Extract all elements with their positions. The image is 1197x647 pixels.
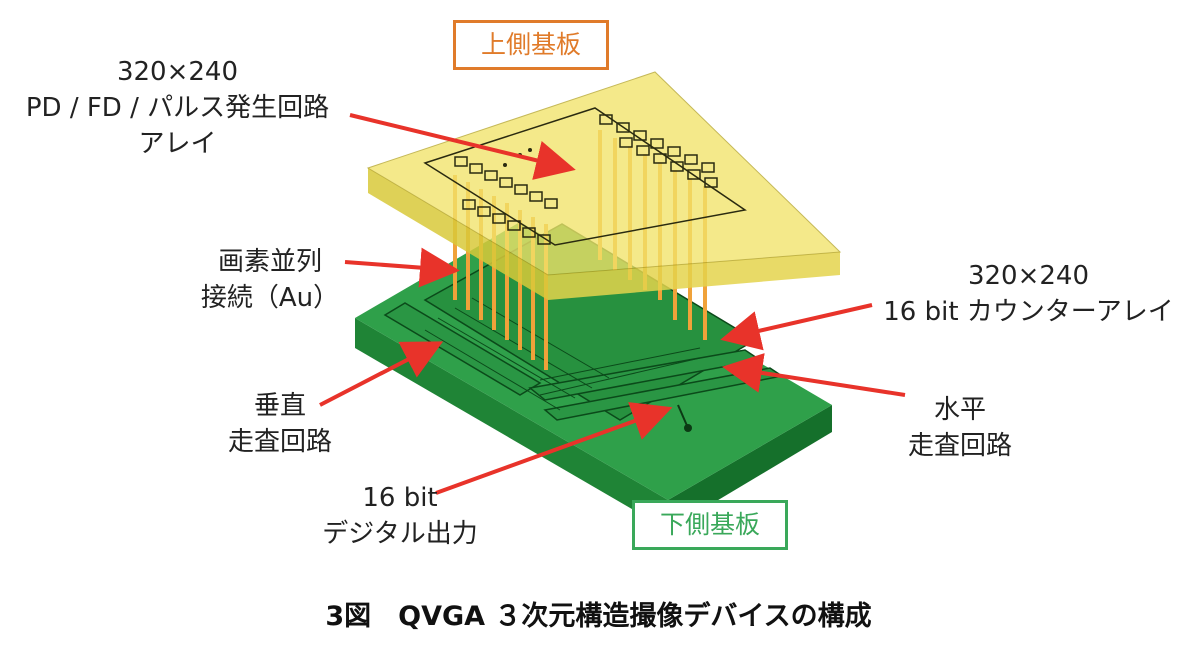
pd-cells bbox=[454, 114, 718, 245]
lower-substrate-label-text: 下側基板 bbox=[659, 510, 760, 539]
digital-output-label-line2: デジタル出力 bbox=[322, 519, 478, 549]
pd-array-label-line3: アレイ bbox=[138, 129, 217, 159]
upper-substrate-top-face bbox=[366, 71, 842, 276]
upper-substrate-label: 上側基板 bbox=[453, 20, 609, 70]
vertical-scan-label: 垂直 走査回路 bbox=[215, 388, 345, 460]
pixel-connection-label: 画素並列 接続（Au） bbox=[195, 244, 345, 316]
counter-array-label-line2: 16 bit カウンターアレイ bbox=[883, 297, 1174, 327]
horizontal-scan-label: 水平 走査回路 bbox=[895, 392, 1025, 464]
vertical-scan-circuit bbox=[383, 302, 542, 396]
horizontal-scan-label-line1: 水平 bbox=[933, 395, 986, 425]
pd-array-label: 320×240 PD / FD / パルス発生回路 アレイ bbox=[0, 54, 355, 162]
pixel-connection-label-line1: 画素並列 bbox=[217, 247, 322, 277]
digital-output-trace bbox=[677, 404, 689, 429]
upper-substrate-right-face bbox=[548, 252, 840, 300]
pixel-connection-label-line2: 接続（Au） bbox=[200, 283, 340, 313]
arrow-pixel-connection bbox=[344, 247, 460, 288]
horizontal-scan-label-line2: 走査回路 bbox=[907, 431, 1012, 461]
arrow-pd-array bbox=[349, 113, 576, 180]
lower-substrate-label: 下側基板 bbox=[632, 500, 788, 550]
upper-substrate bbox=[366, 71, 842, 300]
arrow-horizontal-scan bbox=[722, 353, 906, 397]
pd-array-region bbox=[423, 107, 747, 246]
pd-array-label-line2: PD / FD / パルス発生回路 bbox=[25, 93, 330, 123]
counter-array-label: 320×240 16 bit カウンターアレイ bbox=[860, 258, 1197, 330]
vertical-scan-label-line1: 垂直 bbox=[253, 391, 306, 421]
vertical-scan-label-line2: 走査回路 bbox=[227, 427, 332, 457]
figure-caption: 3図 QVGA ３次元構造撮像デバイスの構成 bbox=[325, 601, 872, 632]
pd-array-label-line1: 320×240 bbox=[116, 57, 239, 87]
digital-output-label-line1: 16 bit bbox=[362, 483, 438, 513]
arrow-vertical-scan bbox=[319, 341, 444, 407]
upper-substrate-label-text: 上側基板 bbox=[480, 30, 581, 59]
lower-substrate-right-face bbox=[668, 405, 832, 530]
upper-substrate-front-face bbox=[368, 168, 548, 300]
digital-output-label: 16 bit デジタル出力 bbox=[300, 480, 500, 552]
annotation-arrows bbox=[319, 113, 906, 495]
counter-array-label-line1: 320×240 bbox=[967, 261, 1090, 291]
arrow-counter-array bbox=[720, 303, 873, 351]
arrow-digital-output bbox=[435, 402, 673, 495]
